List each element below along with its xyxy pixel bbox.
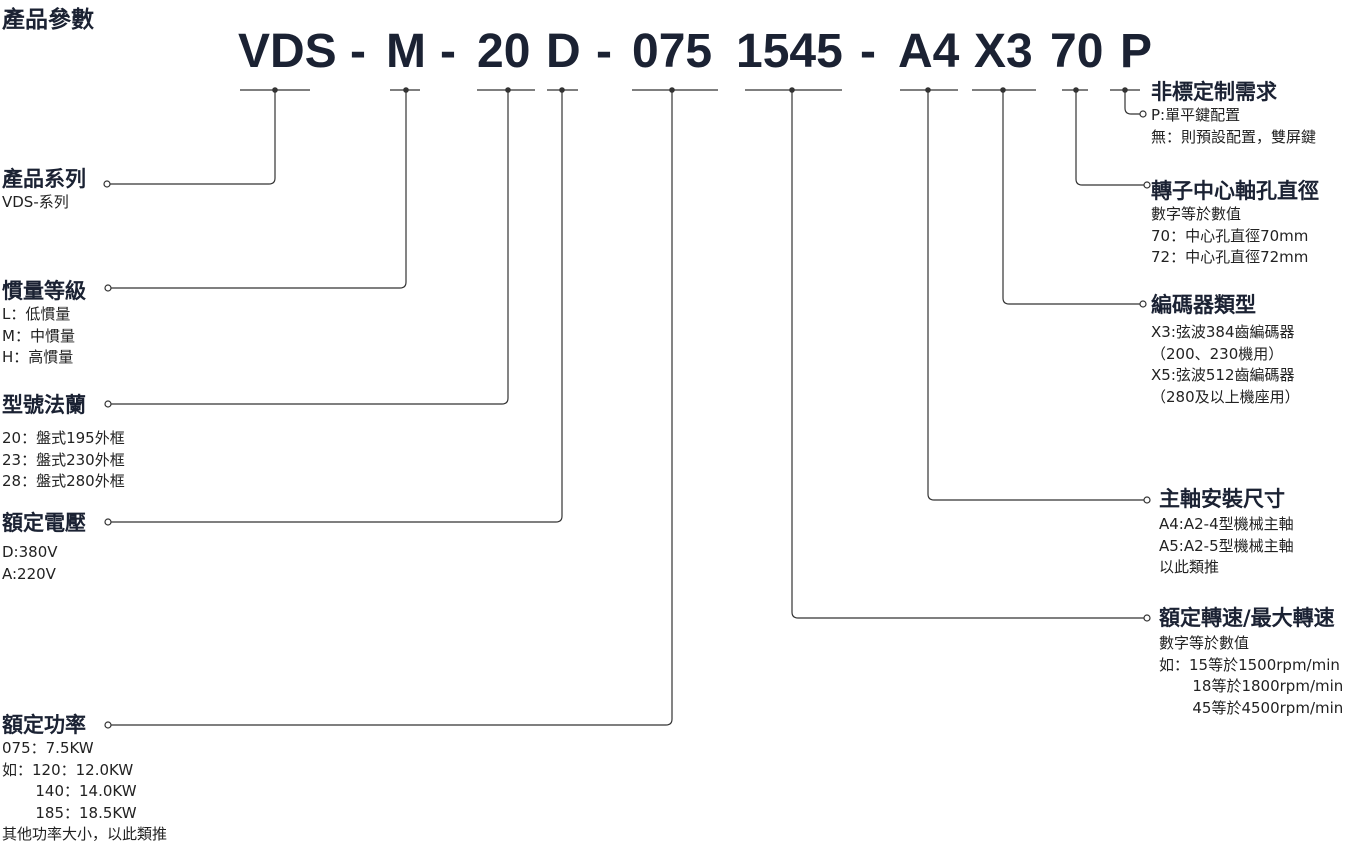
block-line: A:220V [2, 564, 56, 583]
block-encoder: 編碼器類型 X3:弦波384齒編碼器 （200、230機用） X5:弦波512齒… [1151, 292, 1300, 408]
block-line: 23：盤式230外框 [2, 450, 125, 469]
block-heading: 產品系列 [2, 167, 86, 191]
code-dash: - [440, 25, 456, 78]
block-custom: 非標定制需求 P:單平鍵配置 無：則預設配置，雙屏鍵 [1151, 79, 1316, 148]
block-line: 其他功率大小，以此類推 [2, 825, 168, 843]
block-line: VDS-系列 [2, 193, 69, 211]
block-heading: 主軸安裝尺寸 [1159, 487, 1285, 511]
block-line: X3:弦波384齒編碼器 [1151, 323, 1295, 341]
block-line: M：中慣量 [2, 326, 75, 345]
block-line: 70：中心孔直徑70mm [1151, 226, 1309, 245]
block-line: （200、230機用） [1151, 344, 1284, 363]
block-heading: 慣量等級 [2, 279, 86, 303]
block-line: A5:A2-5型機械主軸 [1159, 536, 1294, 555]
block-heading: 型號法蘭 [2, 393, 86, 417]
block-heading: 額定電壓 [2, 511, 86, 535]
block-line: 18等於1800rpm/min [1159, 677, 1344, 695]
code-segment-spindle: A4 [898, 25, 960, 78]
block-inertia: 慣量等級 L：低慣量 M：中慣量 H：高慣量 [2, 278, 86, 369]
block-voltage: 額定電壓 D:380V A:220V [2, 510, 86, 585]
page-title: 產品參數 [2, 7, 94, 33]
block-heading: 編碼器類型 [1151, 293, 1256, 317]
block-rotor: 轉子中心軸孔直徑 數字等於數值 70：中心孔直徑70mm 72：中心孔直徑72m… [1151, 178, 1319, 269]
block-line: 72：中心孔直徑72mm [1151, 248, 1309, 266]
code-dash: - [350, 25, 366, 78]
block-line: 140：14.0KW [2, 782, 137, 800]
code-segment-speed: 1545 [736, 25, 843, 78]
block-line: 如：15等於1500rpm/min [1159, 655, 1340, 674]
block-heading: 轉子中心軸孔直徑 [1151, 179, 1319, 203]
code-segment-rotor: 70 [1050, 25, 1104, 78]
block-line: H：高慣量 [2, 348, 74, 366]
code-dash: - [596, 25, 612, 78]
block-line: 28：盤式280外框 [2, 472, 125, 490]
block-line: 數字等於數值 [1151, 205, 1242, 223]
code-segment-inertia: M [386, 25, 426, 78]
block-line: 20：盤式195外框 [2, 429, 125, 447]
block-line: 45等於4500rpm/min [1159, 698, 1344, 717]
code-segment-power: 075 [632, 25, 713, 78]
code-segment-flange: 20 [477, 25, 531, 78]
block-flange: 型號法蘭 20：盤式195外框 23：盤式230外框 28：盤式280外框 [2, 392, 125, 493]
block-spindle: 主軸安裝尺寸 A4:A2-4型機械主軸 A5:A2-5型機械主軸 以此類推 [1159, 486, 1294, 579]
block-heading: 額定功率 [2, 713, 86, 737]
block-line: D:380V [2, 543, 58, 561]
block-line: 以此類推 [1159, 558, 1220, 576]
code-segment-encoder: X3 [974, 25, 1033, 78]
block-line: X5:弦波512齒編碼器 [1151, 366, 1295, 384]
code-segment-custom: P [1120, 25, 1153, 78]
block-line: A4:A2-4型機械主軸 [1159, 515, 1294, 533]
block-series: 產品系列 VDS-系列 [2, 166, 86, 214]
block-line: 如：120：12.0KW [2, 760, 134, 779]
block-speed: 額定轉速/最大轉速 數字等於數值 如：15等於1500rpm/min 18等於1… [1159, 605, 1343, 719]
block-line: （280及以上機座用） [1151, 387, 1300, 406]
block-line: L：低慣量 [2, 305, 71, 323]
block-line: 185：18.5KW [2, 803, 137, 822]
block-power: 額定功率 075：7.5KW 如：120：12.0KW 140：14.0KW 1… [2, 712, 167, 846]
code-segment-voltage: D [546, 25, 581, 78]
block-line: 無：則預設配置，雙屏鍵 [1151, 127, 1317, 146]
code-dash: - [860, 25, 876, 78]
block-heading: 額定轉速/最大轉速 [1159, 606, 1335, 630]
block-line: P:單平鍵配置 [1151, 106, 1241, 124]
code-segment-series: VDS [238, 25, 337, 78]
block-line: 075：7.5KW [2, 739, 94, 757]
block-heading: 非標定制需求 [1151, 80, 1277, 104]
block-line: 數字等於數值 [1159, 634, 1250, 652]
